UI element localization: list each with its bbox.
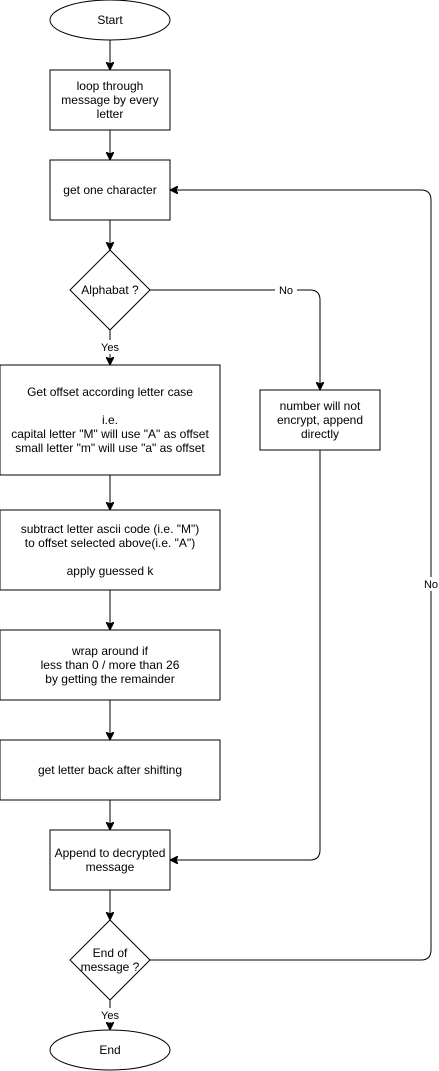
number-label-line: number will not xyxy=(280,399,361,413)
end-label: End xyxy=(99,1043,120,1057)
get-letter-label-line: get letter back after shifting xyxy=(38,763,182,777)
loop-label-line: loop through xyxy=(77,79,144,93)
edge-label-alphabet-no: No xyxy=(279,285,293,297)
get-char-label: get one character xyxy=(63,183,156,197)
end-check-decision-diamond xyxy=(69,919,151,1001)
edge-end-no-loopback xyxy=(150,190,432,961)
edge-label-end-yes: Yes xyxy=(101,1010,119,1022)
append-process-box xyxy=(49,829,171,891)
offset-label: Get offset according letter case i.e.capi… xyxy=(11,385,209,455)
subtract-label: subtract letter ascii code (i.e. "M")to … xyxy=(21,522,200,578)
wrap-label-line: by getting the remainder xyxy=(45,672,174,686)
end-check-label-line: End of xyxy=(93,946,128,960)
get-char-process-box xyxy=(49,159,171,221)
subtract-label-line: subtract letter ascii code (i.e. "M") xyxy=(21,522,200,536)
subtract-label-line: apply guessed k xyxy=(67,564,155,578)
offset-label-line: Get offset according letter case xyxy=(27,385,193,399)
get-letter-label: get letter back after shifting xyxy=(38,763,182,777)
alphabet-label: Alphabat ? xyxy=(81,283,139,297)
edge-number-to-append xyxy=(171,450,321,860)
alphabet-label-line: Alphabat ? xyxy=(81,283,139,297)
start-label-line: Start xyxy=(97,13,123,27)
wrap-label-line: wrap around if xyxy=(71,644,149,658)
wrap-label-line: less than 0 / more than 26 xyxy=(41,658,180,672)
append-label-line: message xyxy=(86,860,135,874)
end-terminator xyxy=(49,1029,171,1071)
number-process-box xyxy=(259,389,381,451)
offset-label-line: i.e. xyxy=(102,413,118,427)
offset-label-line: small letter "m" will use "a" as offset xyxy=(15,441,205,455)
loop-label-line: message by every xyxy=(61,93,158,107)
append-label-line: Append to decrypted xyxy=(55,846,166,860)
end-check-label-line: message ? xyxy=(81,960,140,974)
edge-labels: No Yes No Yes xyxy=(98,283,439,1022)
loop-process-box xyxy=(49,69,171,131)
wrap-process-box xyxy=(0,629,221,701)
get-letter-process-box xyxy=(0,739,221,801)
number-label-line: directly xyxy=(301,427,339,441)
start-label: Start xyxy=(97,13,123,27)
subtract-label-line: to offset selected above(i.e. "A") xyxy=(25,536,195,550)
end-label-line: End xyxy=(99,1043,120,1057)
offset-label-line: capital letter "M" will use "A" as offse… xyxy=(11,427,209,441)
get-char-label-line: get one character xyxy=(63,183,156,197)
alphabet-decision-diamond xyxy=(69,249,151,331)
start-terminator xyxy=(49,0,171,41)
edge-label-end-no: No xyxy=(424,579,438,591)
loop-label-line: letter xyxy=(97,107,124,121)
edge-alphabet-no xyxy=(150,289,320,389)
offset-process-box xyxy=(0,364,221,476)
edge-label-alphabet-yes: Yes xyxy=(101,342,119,354)
subtract-process-box xyxy=(0,509,221,591)
number-label-line: encrypt, append xyxy=(277,413,363,427)
